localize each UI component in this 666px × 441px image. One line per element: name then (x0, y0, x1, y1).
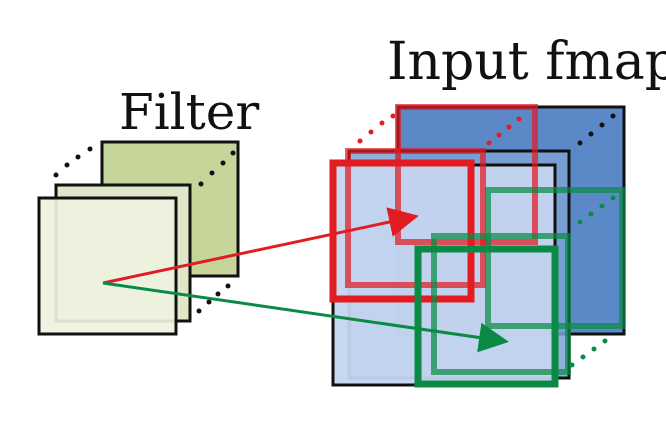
fmap-black-continuation-dots (577, 113, 616, 146)
filter-channel-front (37, 196, 178, 336)
green-arrow-icon (102, 281, 509, 353)
input-fmap-label: Input fmap (387, 32, 666, 92)
red-window-back (395, 104, 538, 245)
filter-continuation-dots (53, 146, 236, 314)
fmap-channel-front (331, 163, 557, 387)
fmap-green-continuation-dots (569, 195, 616, 368)
filter-label: Filter (119, 83, 259, 141)
mapping-arrows (102, 207, 509, 353)
red-arrow-icon (102, 207, 419, 285)
red-window-front (329, 159, 475, 303)
fmap-red-continuation-dots (357, 113, 522, 146)
green-window-middle (431, 233, 571, 375)
input-fmap-stack (329, 104, 626, 388)
green-window-front (414, 245, 559, 388)
filter-stack (37, 140, 240, 336)
